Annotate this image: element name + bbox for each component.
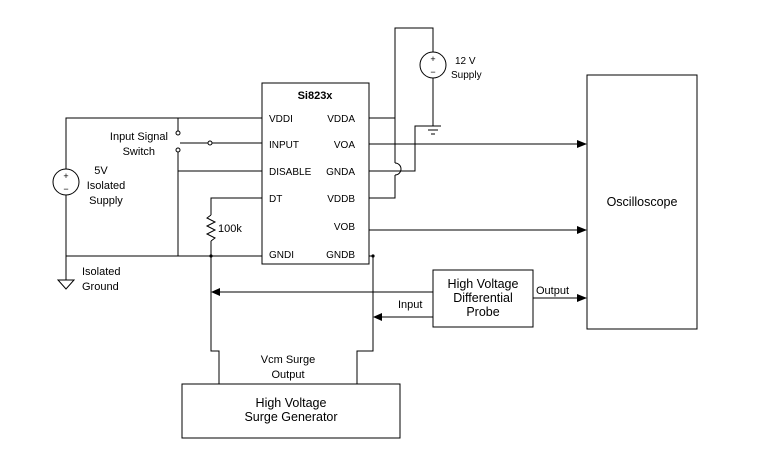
switch-pole bbox=[207, 140, 213, 146]
supply-12v-label-2: Supply bbox=[451, 70, 482, 81]
oscilloscope-label: Oscilloscope bbox=[607, 195, 678, 209]
supply-5v-plus: + bbox=[63, 171, 68, 181]
voa-arrowhead bbox=[577, 140, 587, 148]
switch-label-2: Switch bbox=[123, 146, 155, 158]
pin-vob: VOB bbox=[334, 222, 355, 233]
probe-input-arrowhead bbox=[373, 313, 382, 321]
pin-gndb: GNDB bbox=[326, 250, 355, 261]
supply-12v-label-1: 12 V bbox=[455, 56, 476, 67]
vob-arrowhead bbox=[577, 226, 587, 234]
chip-name: Si823x bbox=[298, 90, 334, 102]
supply-12v-plus: + bbox=[430, 54, 435, 64]
pin-vdda: VDDA bbox=[327, 114, 355, 125]
probe-input-label: Input bbox=[398, 299, 422, 311]
pin-vddi: VDDI bbox=[269, 114, 293, 125]
gnda-wire bbox=[369, 125, 433, 172]
pin-voa: VOA bbox=[334, 140, 355, 151]
ground-label-2: Ground bbox=[82, 281, 119, 293]
ground-12v-icon bbox=[425, 125, 441, 135]
si823x-chip-body bbox=[261, 82, 370, 265]
oscilloscope-box bbox=[586, 74, 698, 330]
pin-gnda: GNDA bbox=[326, 167, 355, 178]
supply-5v-minus: − bbox=[63, 184, 68, 194]
pin-gndi: GNDI bbox=[269, 250, 294, 261]
probe-reference-arrowhead bbox=[211, 288, 220, 296]
supply-5v-label-3: Supply bbox=[89, 195, 123, 207]
pin-disable: DISABLE bbox=[269, 167, 312, 178]
gndi-rail bbox=[65, 195, 262, 280]
pin-vddb: VDDB bbox=[327, 194, 355, 205]
switch-contact-top bbox=[175, 130, 181, 136]
switch-contact-bottom bbox=[175, 147, 181, 153]
probe-box bbox=[432, 269, 534, 328]
gndb-junction-dot bbox=[371, 254, 375, 258]
dt-wire bbox=[210, 197, 262, 215]
probe-label-2: Differential bbox=[453, 291, 513, 305]
surge-generator-box bbox=[181, 383, 401, 439]
pin-dt: DT bbox=[269, 194, 282, 205]
pin-input: INPUT bbox=[269, 140, 299, 151]
vddb-wire bbox=[369, 118, 396, 199]
switch-label-1: Input Signal bbox=[110, 131, 168, 143]
isolated-ground-icon bbox=[56, 279, 76, 290]
supply-5v-label-1: 5V bbox=[94, 165, 108, 177]
gndb-wire bbox=[356, 255, 374, 384]
probe-label-1: High Voltage bbox=[448, 277, 519, 291]
supply-12v: + − bbox=[419, 51, 447, 79]
reference-junction-dot bbox=[209, 254, 213, 258]
probe-label-3: Probe bbox=[466, 305, 499, 319]
generator-label-2: Surge Generator bbox=[244, 410, 337, 424]
vcm-label-2: Output bbox=[271, 369, 304, 381]
generator-label-1: High Voltage bbox=[256, 396, 327, 410]
resistor-ground-wire bbox=[210, 241, 220, 384]
resistor-label: 100k bbox=[218, 223, 242, 235]
probe-output-label: Output bbox=[536, 285, 569, 297]
crossover-hop bbox=[394, 162, 402, 176]
resistor-100k bbox=[205, 214, 217, 242]
vddi-rail bbox=[65, 117, 262, 169]
supply-5v: + − bbox=[52, 168, 80, 196]
probe-output-arrowhead bbox=[577, 294, 587, 302]
supply-12v-minus: − bbox=[430, 67, 435, 77]
ground-label-1: Isolated bbox=[82, 266, 121, 278]
supply-5v-label-2: Isolated bbox=[87, 180, 126, 192]
vdd-rail-12v bbox=[394, 27, 434, 118]
vcm-label-1: Vcm Surge bbox=[261, 354, 315, 366]
